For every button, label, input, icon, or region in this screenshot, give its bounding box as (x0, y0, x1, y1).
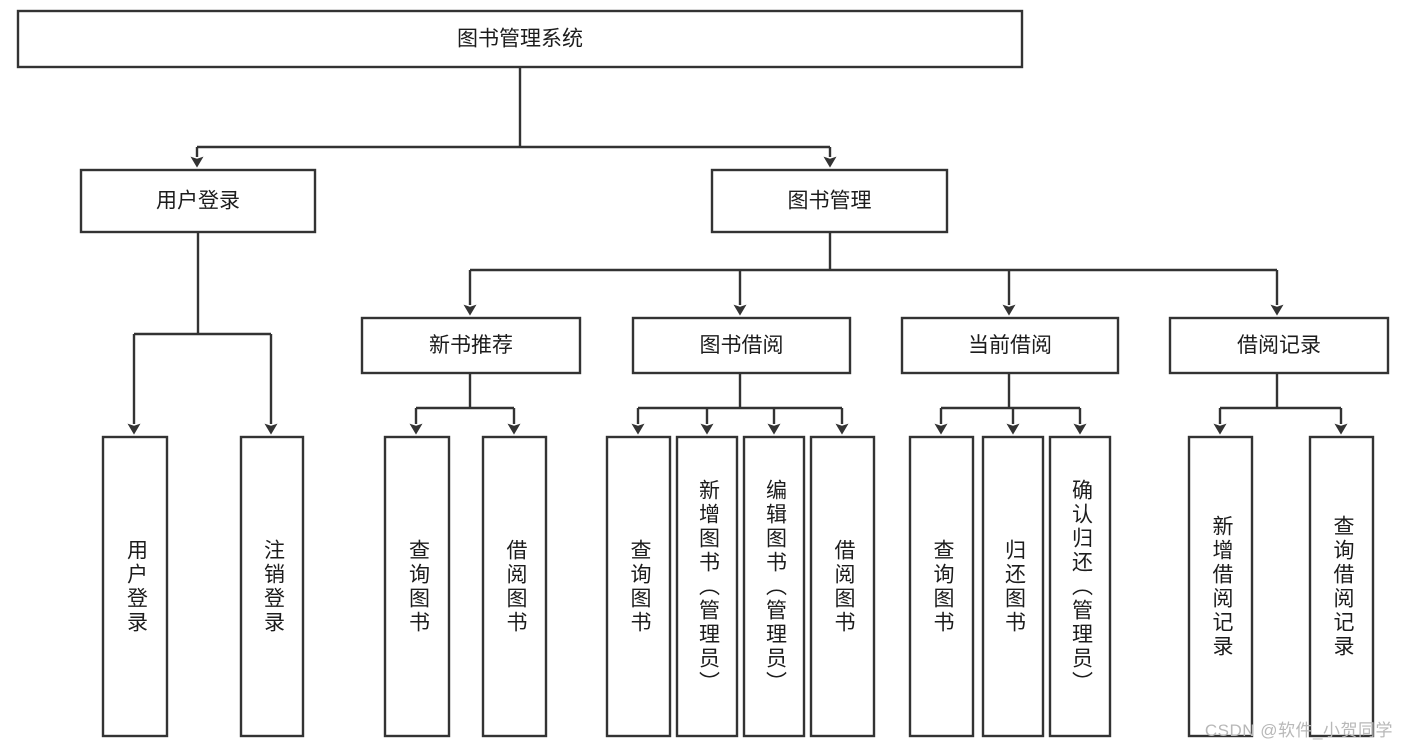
leaf-node-0[interactable] (101, 435, 169, 738)
level3-node-1[interactable] (631, 316, 852, 375)
leaf-node-5[interactable] (675, 435, 739, 738)
leaf-node-9[interactable] (981, 435, 1045, 738)
box-layer (16, 9, 1390, 738)
leaf-node-6[interactable] (742, 435, 806, 738)
leaf-node-2[interactable] (383, 435, 451, 738)
level2-node-label-0: 用户登录 (156, 190, 240, 213)
root-node[interactable] (16, 9, 1024, 69)
level3-node-label-0: 新书推荐 (429, 334, 513, 357)
leaf-node-10[interactable] (1048, 435, 1112, 738)
leaf-node-12[interactable] (1308, 435, 1375, 738)
level3-node-3[interactable] (1168, 316, 1390, 375)
leaf-node-4[interactable] (605, 435, 672, 738)
leaf-node-11[interactable] (1187, 435, 1254, 738)
level3-node-2[interactable] (900, 316, 1120, 375)
level3-node-label-1: 图书借阅 (700, 334, 784, 357)
leaf-node-8[interactable] (908, 435, 975, 738)
level3-node-0[interactable] (360, 316, 582, 375)
level3-node-label-2: 当前借阅 (968, 334, 1052, 357)
root-node-label: 图书管理系统 (457, 28, 583, 51)
level2-node-label-1: 图书管理 (788, 190, 872, 213)
leaf-node-7[interactable] (809, 435, 876, 738)
level2-node-0[interactable] (79, 168, 317, 234)
level3-node-label-3: 借阅记录 (1237, 334, 1321, 357)
leaf-node-3[interactable] (481, 435, 548, 738)
leaf-node-1[interactable] (239, 435, 305, 738)
level2-node-1[interactable] (710, 168, 949, 234)
connector-layer (127, 67, 1348, 435)
watermark-text: CSDN @软件_小贺同学 (1204, 721, 1393, 740)
